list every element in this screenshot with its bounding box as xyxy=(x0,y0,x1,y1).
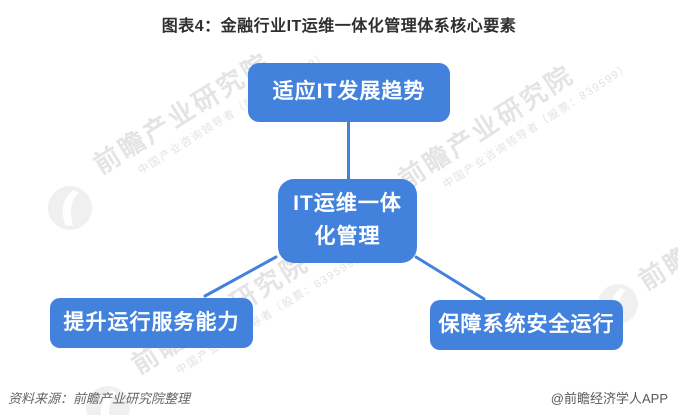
connector-line-right xyxy=(414,255,486,301)
node-label-line1: IT运维一体 xyxy=(293,192,402,216)
node-label: 提升运行服务能力 xyxy=(63,310,240,334)
node-label-line2: 化管理 xyxy=(314,225,381,248)
node-label: IT运维一体 化管理 xyxy=(293,188,402,253)
node-ensure-system-safety: 保障系统安全运行 xyxy=(430,300,623,350)
credit-note: @前瞻经济学人APP xyxy=(550,391,668,406)
node-adapt-it-trends: 适应IT发展趋势 xyxy=(248,63,450,122)
source-note: 资料来源：前瞻产业研究院整理 xyxy=(8,391,191,406)
figure-title: 图表4：金融行业IT运维一体化管理体系核心要素 xyxy=(161,18,517,35)
connector-line-left xyxy=(203,255,278,298)
node-it-ops-integrated-management: IT运维一体 化管理 xyxy=(278,179,417,263)
node-label: 保障系统安全运行 xyxy=(438,312,615,336)
node-label: 适应IT发展趋势 xyxy=(272,80,426,104)
node-improve-service-capability: 提升运行服务能力 xyxy=(50,298,253,348)
